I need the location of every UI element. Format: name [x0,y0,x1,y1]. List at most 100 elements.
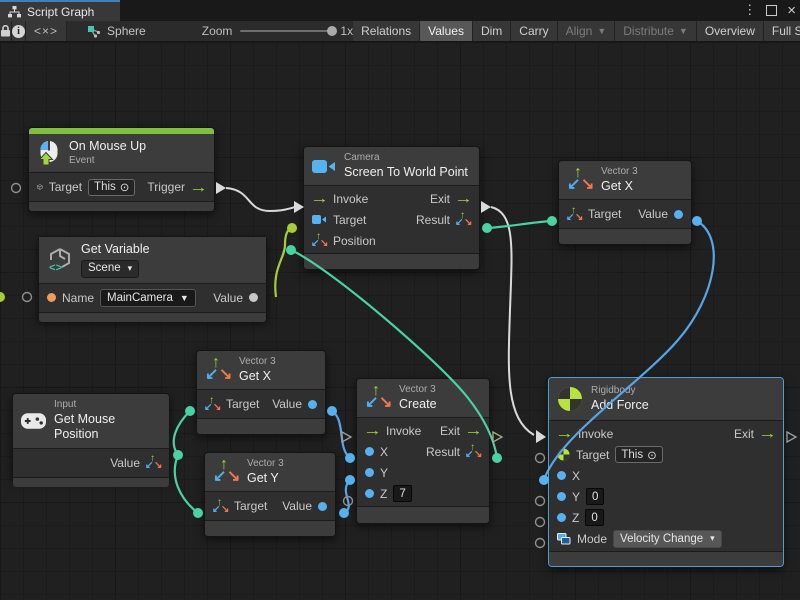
chevron-down-icon: ▼ [179,292,189,303]
rigidbody-port-icon [557,448,570,461]
vector3-port-icon[interactable]: ↑↙↘ [465,442,483,461]
mode-dropdown[interactable]: Velocity Change ▾ [613,529,722,548]
node-screen-to-world-point[interactable]: Camera Screen To World Point → Invoke Ex… [303,146,480,270]
node-get-y[interactable]: ↑↙↘ Vector 3 Get Y ↑↙↘ Target Value [204,452,336,537]
port-trigger-label: Trigger [147,180,185,194]
vector3-port-icon[interactable]: ↑↙↘ [145,453,163,472]
zoom-slider[interactable] [240,26,338,36]
variable-name-dropdown[interactable]: MainCamera ▼ [100,288,196,307]
flow-arrow-icon[interactable]: → [464,422,483,440]
chevron-down-icon: ▾ [710,533,715,544]
float-port-icon[interactable] [365,447,374,457]
node-title: Get Variable [81,242,150,256]
port-invoke-label: Invoke [333,191,369,206]
vector3-icon: ↑↙↘ [213,456,241,486]
y-value-field[interactable]: 0 [586,488,605,506]
node-on-mouse-up[interactable]: On Mouse Up Event Target This ⊙ Trigger … [28,127,215,212]
graph-icon [8,5,21,17]
flow-arrow-icon[interactable]: → [310,190,329,208]
zoom-value: 1x [340,24,354,38]
carry-button[interactable]: Carry [511,21,558,41]
node-get-x-top[interactable]: ↑↙↘ Vector 3 Get X ↑↙↘ Target Value [558,160,692,245]
port-target-label: Target [48,180,83,194]
svg-text:<>: <> [49,263,63,273]
zoom-slider-handle[interactable] [327,26,338,36]
float-port-icon[interactable] [318,501,327,511]
flow-arrow-icon[interactable]: → [758,425,777,443]
graph-toolbar: i <×> Sphere Zoom 1x [0,21,800,42]
lock-icon [1,25,10,37]
tab-bar: Script Graph ⋮ × [0,0,800,21]
camera-port-icon [312,214,326,224]
target-this-chip[interactable]: This ⊙ [615,446,663,464]
zoom-label: Zoom [201,24,233,38]
rigidbody-icon [558,387,582,412]
float-port-icon[interactable] [674,209,683,219]
info-icon: i [12,24,25,38]
node-subtitle: Event [69,154,95,166]
camera-icon [312,159,335,173]
vector3-port-icon[interactable]: ↑↙↘ [212,496,230,515]
node-title: On Mouse Up [69,138,147,153]
close-icon[interactable]: × [787,1,796,19]
float-port-icon[interactable] [557,471,566,481]
align-button[interactable]: Align▼ [557,21,616,41]
lock-button[interactable] [0,21,12,41]
vector3-port-icon[interactable]: ↑↙↘ [455,210,473,229]
port-exit-label: Exit [429,191,450,206]
flow-arrow-icon[interactable]: → [555,425,574,443]
window-controls: ⋮ × [743,0,796,20]
enum-port-icon [557,532,571,545]
vector3-port-icon[interactable]: ↑↙↘ [204,394,222,413]
flow-arrow-icon[interactable]: → [454,190,473,208]
dim-button[interactable]: Dim [472,21,512,41]
overview-button[interactable]: Overview [696,21,764,41]
z-value-field[interactable]: 7 [393,485,412,503]
gamepad-icon [21,413,47,429]
inspect-button[interactable]: i [12,21,26,41]
breadcrumb-label: Sphere [107,24,146,38]
window-menu-icon[interactable]: ⋮ [743,2,757,17]
maximize-icon[interactable] [766,4,778,16]
float-port-icon[interactable] [365,489,374,499]
node-title: Screen To World Point [344,164,468,179]
fullscreen-button[interactable]: Full Screen [763,21,800,41]
vector3-port-icon[interactable]: ↑↙↘ [566,204,584,223]
vector3-icon: ↑↙↘ [205,354,233,384]
node-get-mouse-position[interactable]: Input Get Mouse Position Value ↑↙↘ [12,393,170,487]
node-get-variable[interactable]: <> Get Variable Scene ▾ Name MainCamera … [38,236,267,322]
values-button[interactable]: Values [420,21,473,41]
z-value-field[interactable]: 0 [585,509,604,527]
target-this-chip[interactable]: This ⊙ [88,178,136,196]
float-port-icon[interactable] [365,468,374,478]
port-target-label: Target [333,212,367,227]
node-get-x-mid[interactable]: ↑↙↘ Vector 3 Get X ↑↙↘ Target Value [196,350,326,435]
code-preview-icon: <×> [34,24,59,38]
float-port-icon[interactable] [557,492,566,502]
port-value-label: Value [213,290,243,305]
object-picker-icon: ⊙ [647,449,657,462]
object-port-icon[interactable] [249,293,258,303]
gameobject-cube-icon [37,184,43,190]
vector3-icon: ↑↙↘ [567,164,595,194]
variable-icon: <> [49,247,70,273]
tab-label: Script Graph [27,4,95,19]
string-port-icon[interactable] [47,293,56,303]
node-vector3-create[interactable]: ↑↙↘ Vector 3 Create → Invoke Exit → X Re… [356,378,490,524]
event-category-bar [29,128,214,134]
variable-scope-dropdown[interactable]: Scene ▾ [81,259,140,278]
flow-arrow-icon[interactable]: → [189,178,208,196]
code-preview-button[interactable]: <×> [26,21,68,41]
relations-button[interactable]: Relations [353,21,421,41]
port-position-label: Position [333,233,376,248]
breadcrumb[interactable]: Sphere [87,24,146,38]
vector3-port-icon[interactable]: ↑↙↘ [311,231,329,250]
toolbar-middle: Sphere Zoom 1x [67,21,354,41]
tab-script-graph[interactable]: Script Graph [0,0,120,21]
node-supertitle: Camera [344,152,380,163]
flow-arrow-icon[interactable]: → [363,422,382,440]
distribute-button[interactable]: Distribute▼ [615,21,697,41]
float-port-icon[interactable] [557,513,566,523]
node-add-force[interactable]: Rigidbody Add Force → Invoke Exit → Targ… [548,377,784,567]
float-port-icon[interactable] [308,399,317,409]
